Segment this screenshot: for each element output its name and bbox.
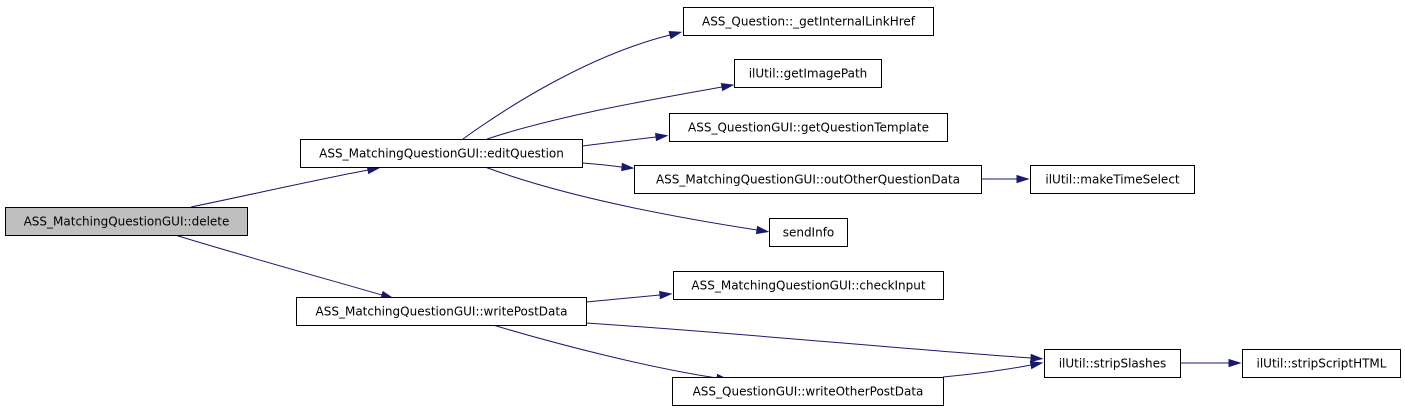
edge-writePostData-to-checkInput xyxy=(585,290,673,303)
node-writePostData[interactable]: ASS_MatchingQuestionGUI::writePostData xyxy=(296,297,587,326)
edge-arrowhead xyxy=(659,290,673,300)
node-box xyxy=(296,297,587,326)
edge-line xyxy=(484,166,758,231)
node-editQuestion[interactable]: ASS_MatchingQuestionGUI::editQuestion xyxy=(300,139,583,168)
node-getQuestionTemplate[interactable]: ASS_QuestionGUI::getQuestionTemplate xyxy=(669,113,948,142)
node-label: ASS_MatchingQuestionGUI::editQuestion xyxy=(319,147,564,161)
node-label: ASS_Question::_getInternalLinkHref xyxy=(702,15,916,29)
node-box xyxy=(769,218,848,247)
edge-line xyxy=(174,234,383,296)
node-box xyxy=(673,271,944,300)
node-label: ilUtil::stripSlashes xyxy=(1059,357,1167,371)
edge-line xyxy=(486,86,723,140)
node-box xyxy=(683,7,934,36)
edge-line xyxy=(585,322,1032,359)
node-label: ASS_MatchingQuestionGUI::checkInput xyxy=(691,279,925,293)
edge-writePostData-to-stripSlashes xyxy=(585,322,1044,363)
edge-writeOtherPostData-to-stripSlashes xyxy=(942,360,1044,378)
node-box xyxy=(1030,165,1195,194)
node-box xyxy=(734,59,882,88)
node-box xyxy=(634,165,982,194)
edge-line xyxy=(492,324,718,379)
node-label: ilUtil::getImagePath xyxy=(749,67,868,81)
node-box xyxy=(1242,349,1401,378)
edge-stripSlashes-to-stripScriptHTML xyxy=(1180,358,1242,368)
node-outOtherQuestionData[interactable]: ASS_MatchingQuestionGUI::outOtherQuestio… xyxy=(634,165,982,194)
edge-arrowhead xyxy=(1228,358,1242,368)
node-box xyxy=(300,139,583,168)
node-box xyxy=(672,377,944,406)
node-label: ilUtil::stripScriptHTML xyxy=(1257,357,1387,371)
node-box xyxy=(5,207,248,236)
edge-writePostData-to-writeOtherPostData xyxy=(492,324,730,383)
edge-editQuestion-to-outOtherQuestionData xyxy=(581,162,635,172)
node-checkInput[interactable]: ASS_MatchingQuestionGUI::checkInput xyxy=(673,271,944,300)
edge-arrowhead xyxy=(1030,353,1044,363)
edge-line xyxy=(942,364,1032,378)
node-writeOtherPostData[interactable]: ASS_QuestionGUI::writeOtherPostData xyxy=(672,377,944,406)
node-label: ASS_QuestionGUI::writeOtherPostData xyxy=(693,385,924,399)
node-stripScriptHTML[interactable]: ilUtil::stripScriptHTML xyxy=(1242,349,1401,378)
edge-line xyxy=(581,136,657,147)
edge-editQuestion-to-getInternalLinkHref xyxy=(462,31,683,140)
edge-arrowhead xyxy=(668,31,683,40)
node-sendInfo[interactable]: sendInfo xyxy=(769,218,848,247)
node-label: ilUtil::makeTimeSelect xyxy=(1045,173,1180,187)
node-makeTimeSelect[interactable]: ilUtil::makeTimeSelect xyxy=(1030,165,1195,194)
edge-line xyxy=(581,162,623,168)
node-label: ASS_MatchingQuestionGUI::writePostData xyxy=(316,305,568,319)
node-box xyxy=(1044,349,1181,378)
node-box xyxy=(669,113,948,142)
edge-delete-to-writePostData xyxy=(174,234,395,299)
node-stripSlashes[interactable]: ilUtil::stripSlashes xyxy=(1044,349,1181,378)
edge-arrowhead xyxy=(755,225,770,235)
edge-outOtherQuestionData-to-makeTimeSelect xyxy=(981,174,1030,184)
call-edges xyxy=(174,31,1242,383)
edge-editQuestion-to-getImagePath xyxy=(486,82,735,140)
edge-line xyxy=(585,294,661,303)
edge-line xyxy=(462,34,671,140)
node-label: ASS_QuestionGUI::getQuestionTemplate xyxy=(688,121,929,135)
edge-delete-to-editQuestion xyxy=(190,165,381,208)
edge-editQuestion-to-getQuestionTemplate xyxy=(581,132,669,147)
node-label: ASS_MatchingQuestionGUI::outOtherQuestio… xyxy=(656,173,960,187)
edge-arrowhead xyxy=(1016,174,1030,184)
edge-arrowhead xyxy=(621,162,635,172)
edge-line xyxy=(190,169,369,208)
edge-arrowhead xyxy=(720,82,735,92)
node-getInternalLinkHref[interactable]: ASS_Question::_getInternalLinkHref xyxy=(683,7,934,36)
call-nodes: ASS_MatchingQuestionGUI::deleteASS_Match… xyxy=(5,7,1401,406)
edge-editQuestion-to-sendInfo xyxy=(484,166,770,235)
edge-arrowhead xyxy=(1029,360,1044,370)
node-label: ASS_MatchingQuestionGUI::delete xyxy=(24,215,230,229)
node-label: sendInfo xyxy=(783,226,835,240)
node-delete[interactable]: ASS_MatchingQuestionGUI::delete xyxy=(5,207,248,236)
edge-arrowhead xyxy=(654,132,669,142)
node-getImagePath[interactable]: ilUtil::getImagePath xyxy=(734,59,882,88)
